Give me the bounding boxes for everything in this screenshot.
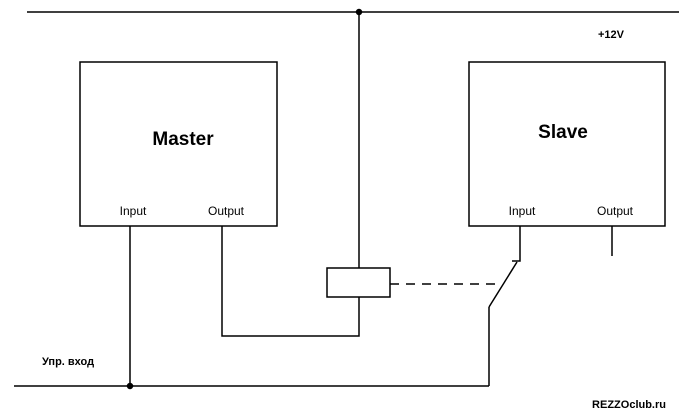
control-input-label: Упр. вход (42, 356, 94, 368)
control-junction (126, 382, 134, 390)
slave-block (468, 61, 666, 227)
master-block (79, 61, 278, 227)
supply-label: +12V (598, 29, 625, 41)
slave-title: Slave (538, 122, 588, 143)
relay-switch-contact (488, 261, 518, 308)
relay-coil (326, 267, 391, 298)
watermark-text: REZZOclub.ru (592, 399, 666, 411)
master-title: Master (152, 129, 214, 150)
master-output-wire (221, 226, 360, 337)
master-output-label: Output (208, 204, 245, 218)
slave-output-label: Output (597, 204, 634, 218)
master-input-label: Input (120, 204, 147, 218)
slave-input-label: Input (509, 204, 536, 218)
slave-input-wire (512, 226, 521, 262)
